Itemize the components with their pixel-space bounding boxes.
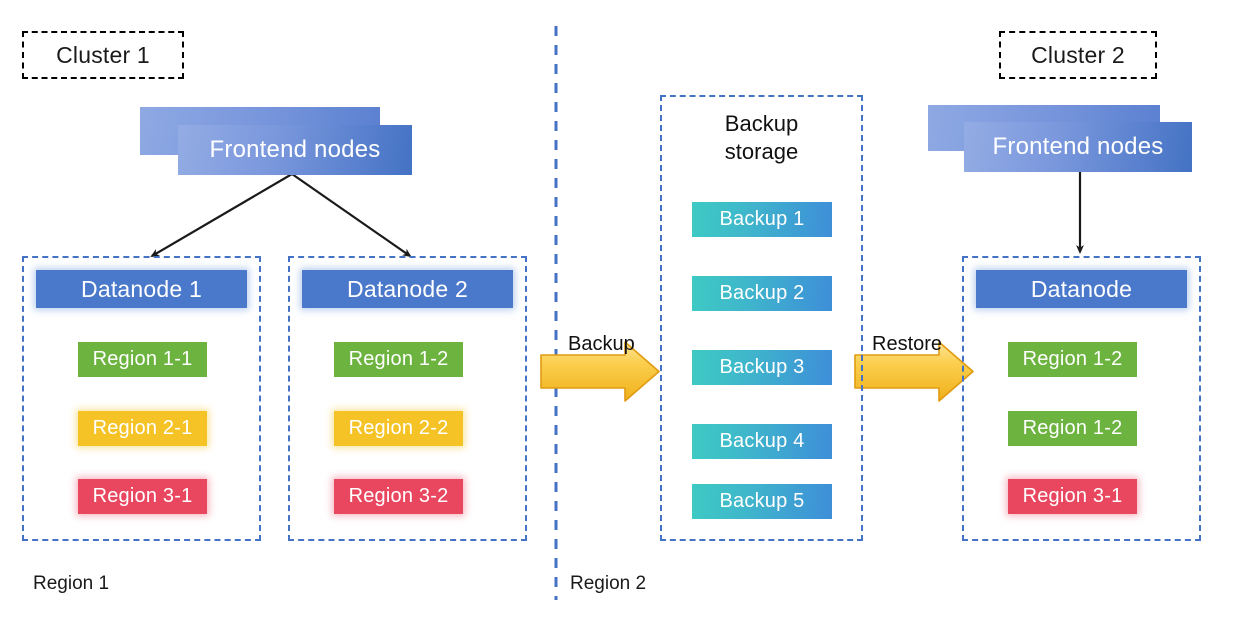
cluster2-datanode-header: Datanode <box>976 270 1187 308</box>
datanode-1-title: Datanode 1 <box>81 275 202 302</box>
cluster2-datanode-title: Datanode <box>1030 275 1133 302</box>
backup-flow-label: Backup <box>568 333 635 355</box>
region-label: Region 3-1 <box>92 485 193 507</box>
region-label: Region 3-1 <box>1022 485 1123 507</box>
restore-flow-label: Restore <box>872 333 943 355</box>
datanode-2-header: Datanode 2 <box>302 270 513 308</box>
datanode-1-header: Datanode 1 <box>36 270 247 308</box>
datanode-1-panel[interactable]: Datanode 1 Region 1-1 Region 2-1 Region … <box>22 256 261 541</box>
backup-item-label: Backup 2 <box>719 282 805 304</box>
region-chip[interactable]: Region 2-1 <box>78 411 207 446</box>
backup-item[interactable]: Backup 3 <box>692 350 832 385</box>
region-label: Region 2-1 <box>92 417 193 439</box>
cluster1-frontend-nodes[interactable]: Frontend nodes <box>140 107 412 175</box>
region-label: Region 1-2 <box>1022 417 1123 439</box>
cluster-1-label: Cluster 1 <box>56 41 150 68</box>
region-chip[interactable]: Region 2-2 <box>334 411 463 446</box>
arrow-frontend-to-datanode1 <box>150 173 293 258</box>
frontend-stack-front: Frontend nodes <box>178 125 412 175</box>
region-chip[interactable]: Region 3-2 <box>334 479 463 514</box>
backup-item[interactable]: Backup 2 <box>692 276 832 311</box>
datanode-2-panel[interactable]: Datanode 2 Region 1-2 Region 2-2 Region … <box>288 256 527 541</box>
cluster-2-chip: Cluster 2 <box>999 31 1157 79</box>
backup-item-label: Backup 3 <box>719 356 805 378</box>
backup-item-label: Backup 1 <box>719 208 805 230</box>
region-chip[interactable]: Region 1-1 <box>78 342 207 377</box>
region-chip[interactable]: Region 1-2 <box>334 342 463 377</box>
region-label: Region 1-2 <box>1022 348 1123 370</box>
frontend-stack-front: Frontend nodes <box>964 122 1192 172</box>
region-chip[interactable]: Region 3-1 <box>78 479 207 514</box>
backup-item-label: Backup 4 <box>719 430 805 452</box>
region-label: Region 2-2 <box>348 417 449 439</box>
cluster2-datanode-panel[interactable]: Datanode Region 1-2 Region 1-2 Region 3-… <box>962 256 1201 541</box>
backup-item-label: Backup 5 <box>719 490 805 512</box>
region-chip[interactable]: Region 1-2 <box>1008 411 1137 446</box>
backup-storage-title: Backup storage <box>724 111 799 164</box>
region-chip[interactable]: Region 1-2 <box>1008 342 1137 377</box>
region-1-footer-label: Region 1 <box>33 573 110 594</box>
cluster1-frontend-label: Frontend nodes <box>209 136 381 163</box>
cluster-2-label: Cluster 2 <box>1031 41 1125 68</box>
backup-item[interactable]: Backup 4 <box>692 424 832 459</box>
datanode-2-title: Datanode 2 <box>347 275 468 302</box>
cluster-1-chip: Cluster 1 <box>22 31 184 79</box>
backup-storage-panel[interactable]: Backup storage Backup 1 Backup 2 Backup … <box>660 95 863 541</box>
backup-item[interactable]: Backup 1 <box>692 202 832 237</box>
region-chip[interactable]: Region 3-1 <box>1008 479 1137 514</box>
region-label: Region 1-2 <box>348 348 449 370</box>
region-label: Region 1-1 <box>92 348 193 370</box>
region-label: Region 3-2 <box>348 485 449 507</box>
cluster2-frontend-label: Frontend nodes <box>992 133 1164 160</box>
cluster2-frontend-nodes[interactable]: Frontend nodes <box>928 105 1192 173</box>
backup-item[interactable]: Backup 5 <box>692 484 832 519</box>
arrow-frontend-to-datanode2 <box>291 173 412 258</box>
region-2-footer-label: Region 2 <box>570 573 647 594</box>
